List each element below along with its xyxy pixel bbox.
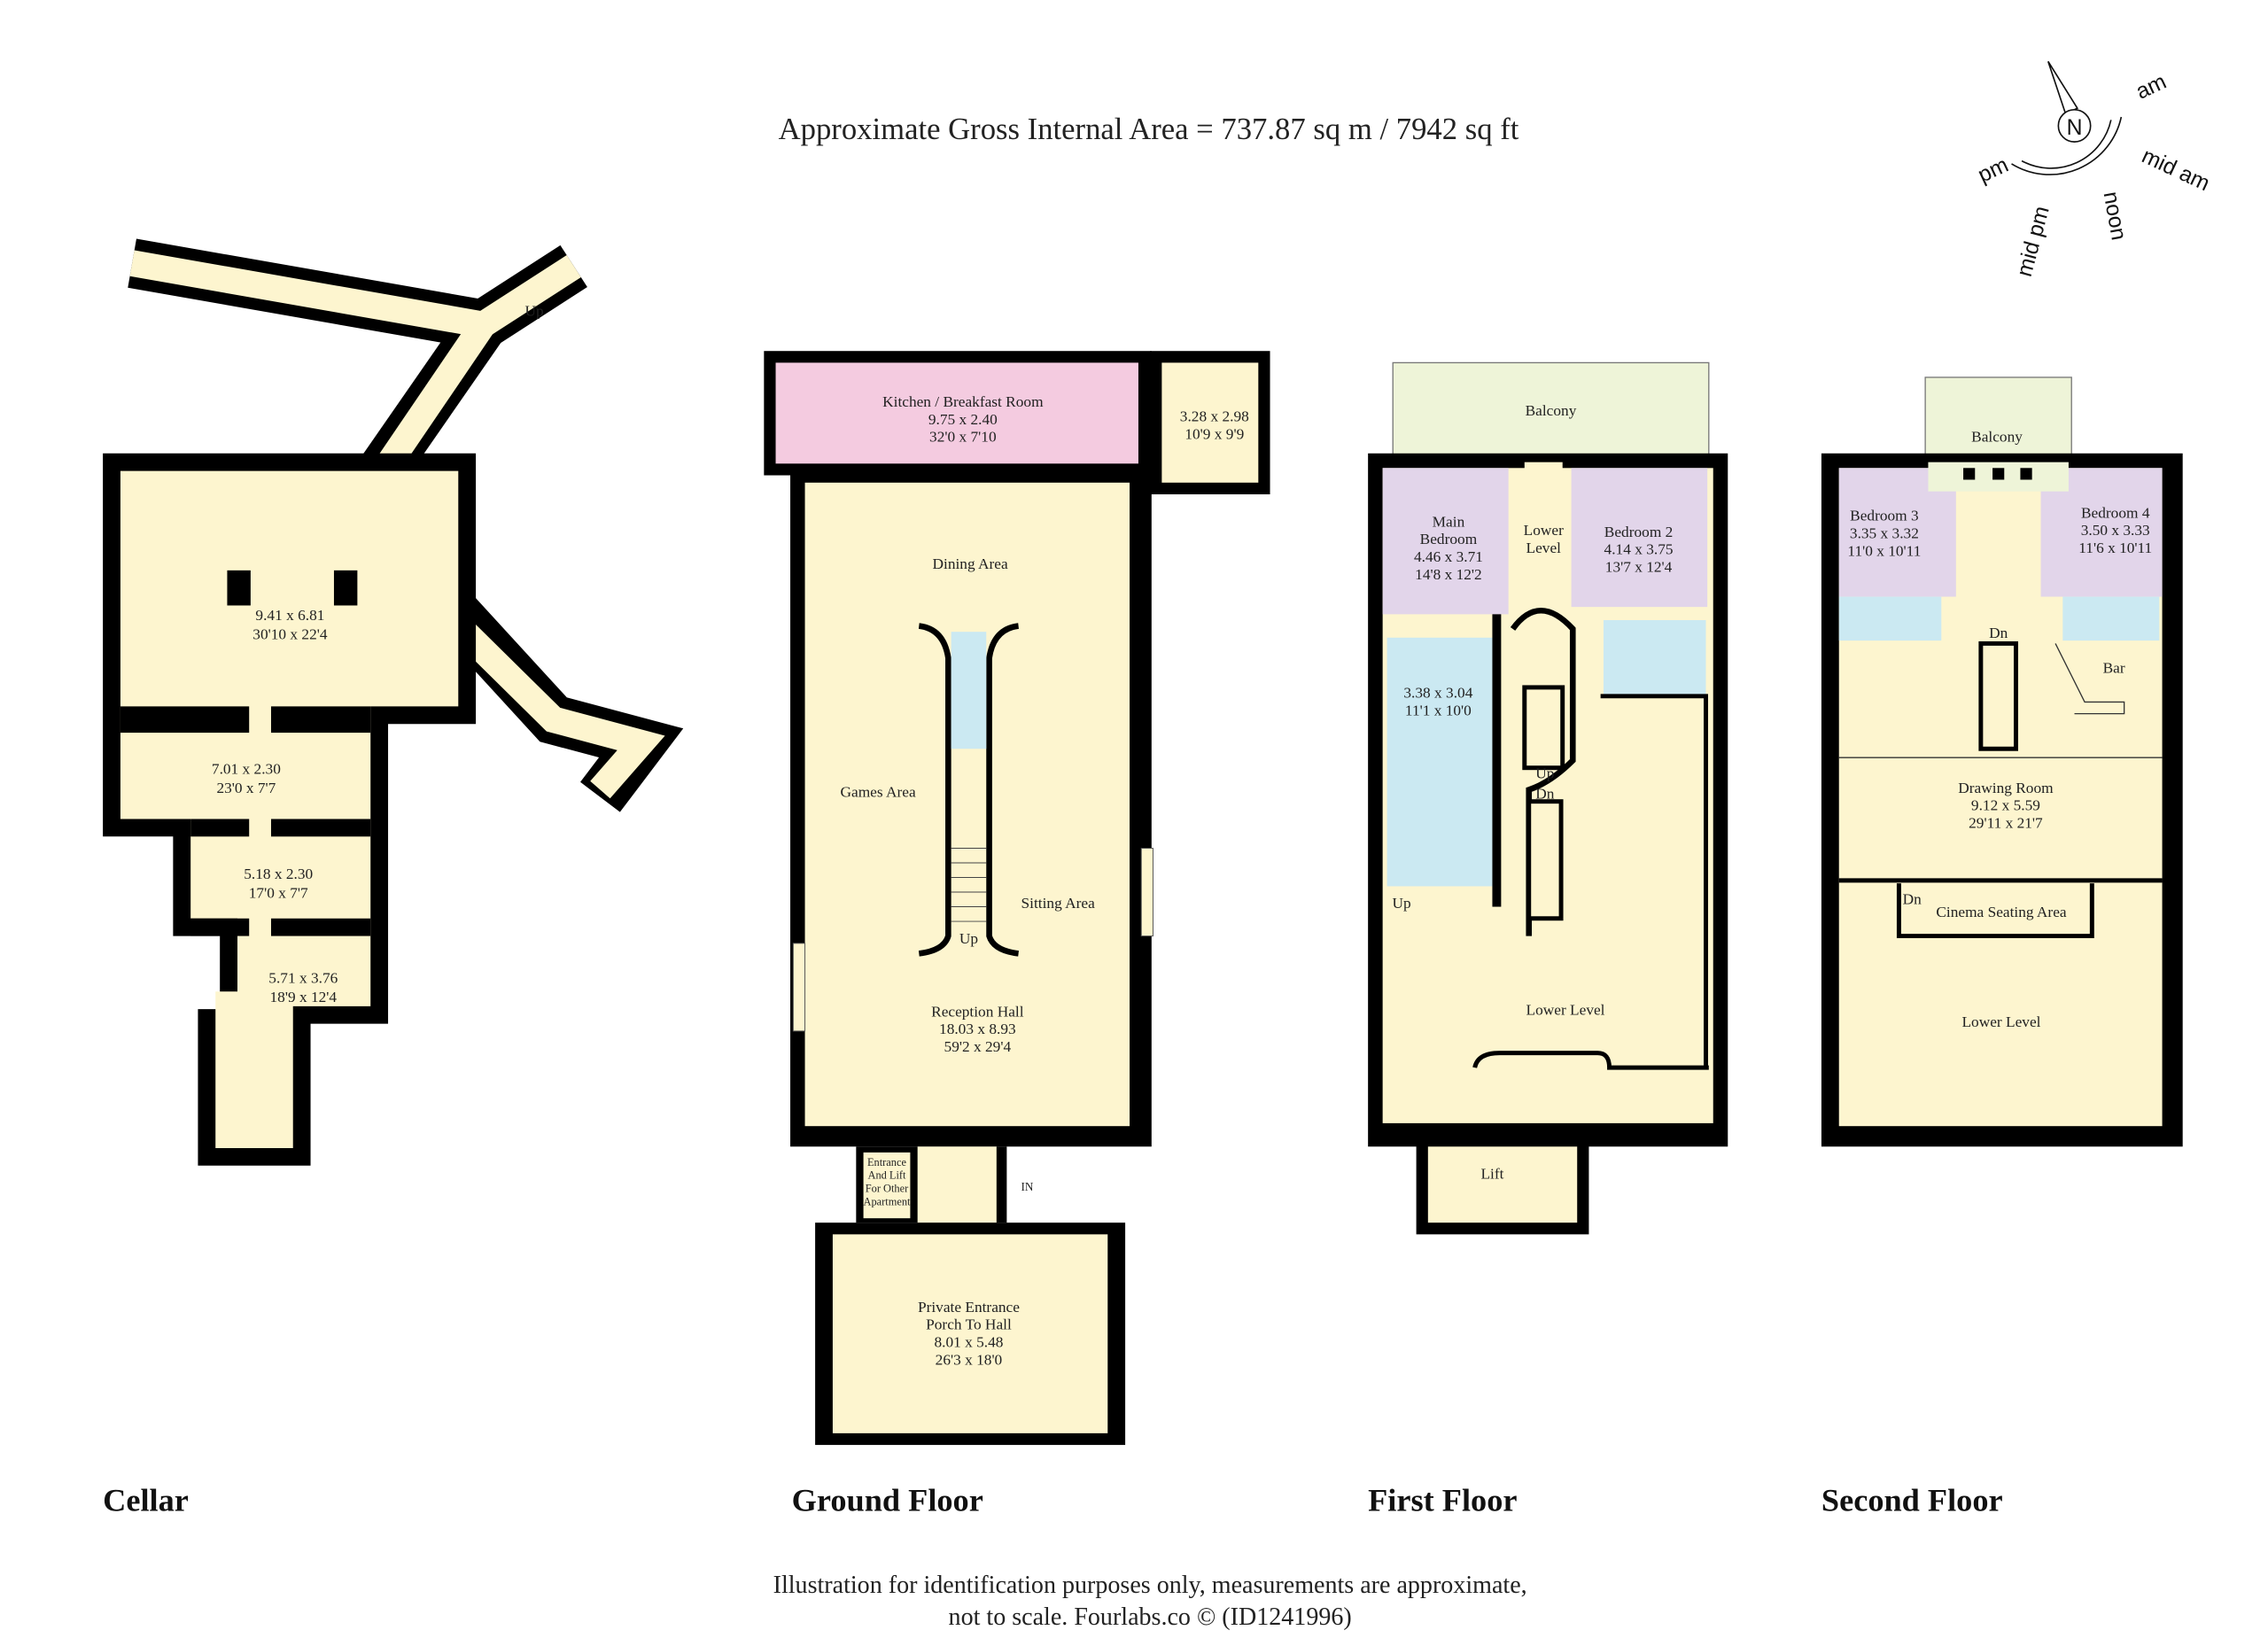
floor-label-second: Second Floor (1821, 1482, 2003, 1518)
floor-label-ground: Ground Floor (792, 1482, 983, 1518)
stairs-down-label: Dn (1535, 785, 1555, 802)
balcony-label: Balcony (1971, 429, 2023, 446)
room-dims-m: 3.28 x 2.98 (1180, 408, 1249, 424)
north-label: N (2067, 116, 2083, 140)
room-dims-ft: 11'6 x 10'11 (2078, 540, 2152, 556)
gross-area-title: Approximate Gross Internal Area = 737.87… (779, 113, 1519, 146)
room-dims-m: 9.41 x 6.81 (255, 607, 324, 624)
room-dims-ft: 30'10 x 22'4 (252, 625, 328, 642)
compass: N am mid am noon mid pm pm (1975, 60, 2213, 279)
disclaimer-line-2: not to scale. Fourlabs.co © (ID1241996) (949, 1603, 1352, 1631)
reception-hall-label: Reception Hall (931, 1003, 1024, 1020)
room-dims-ft: 32'0 x 7'10 (929, 429, 997, 446)
kitchen-label: Kitchen / Breakfast Room (882, 393, 1044, 410)
room-dims-m: 3.38 x 3.04 (1403, 684, 1472, 701)
room-dims-ft: 13'7 x 12'4 (1605, 558, 1673, 575)
stairs-up-label: Up (1393, 895, 1411, 912)
stairs-up-label: Up (959, 930, 978, 947)
porch-label: Porch To Hall (926, 1316, 1012, 1333)
stairs-down-label: Dn (1903, 890, 1922, 907)
lower-level-label: Lower Level (1961, 1013, 2040, 1030)
noon-label: noon (2099, 190, 2131, 242)
room-dims-ft: 26'3 x 18'0 (936, 1351, 1003, 1368)
floor-label-cellar: Cellar (103, 1482, 189, 1518)
room-dims-m: 5.18 x 2.30 (244, 866, 313, 882)
room-dims-ft: 18'9 x 12'4 (270, 989, 338, 1005)
lower-level-label: Level (1526, 540, 1562, 556)
cellar-plan: Up 9.41 x 6.81 30'10 x 22'4 7.01 x 2.30 … (103, 238, 684, 1166)
room-dims-ft: 23'0 x 7'7 (216, 780, 276, 796)
room-dims-ft: 11'1 x 10'0 (1405, 702, 1472, 718)
room-dims-m: 4.14 x 3.75 (1604, 541, 1674, 558)
lower-level-label: Lower Level (1526, 1002, 1605, 1019)
room-dims-ft: 14'8 x 12'2 (1415, 566, 1482, 583)
games-area-label: Games Area (841, 784, 916, 801)
disclaimer-line-1: Illustration for identification purposes… (773, 1572, 1527, 1599)
north-arrow-icon (2047, 60, 2079, 115)
bar-label: Bar (2103, 659, 2125, 676)
main-bedroom-label: Main (1433, 513, 1465, 530)
first-floor-plan: Balcony Main Bedroom 4.46 x 3.71 14'8 x … (1368, 361, 1728, 1235)
am-label: am (2132, 70, 2171, 105)
stairs-down-label: Dn (1989, 625, 2008, 641)
porch-label: Private Entrance (918, 1299, 1020, 1316)
room-dims-ft: 10'9 x 9'9 (1184, 425, 1244, 442)
sitting-area-label: Sitting Area (1021, 895, 1096, 912)
lift-label: Lift (1480, 1166, 1503, 1183)
bedroom-2-label: Bedroom 2 (1604, 524, 1674, 540)
room-dims-m: 9.75 x 2.40 (928, 411, 998, 428)
mid-pm-label: mid pm (2013, 204, 2054, 279)
lower-level-label: Lower (1524, 522, 1564, 539)
room-dims-ft: 17'0 x 7'7 (249, 885, 308, 902)
floor-label-first: First Floor (1368, 1482, 1517, 1518)
room-dims-m: 8.01 x 5.48 (934, 1333, 1003, 1350)
entrance-in-label: IN (1021, 1180, 1034, 1193)
entrance-lift-label: Apartment (864, 1195, 911, 1207)
room-dims-m: 4.46 x 3.71 (1414, 548, 1483, 565)
room-dims-m: 5.71 x 3.76 (268, 969, 338, 986)
room-dims-ft: 11'0 x 10'11 (1847, 542, 1921, 559)
room-dims-ft: 59'2 x 29'4 (944, 1038, 1012, 1055)
mid-am-label: mid am (2138, 144, 2213, 197)
entrance-lift-label: And Lift (868, 1169, 907, 1182)
drawing-room-label: Drawing Room (1958, 780, 2054, 796)
bedroom-4-label: Bedroom 4 (2081, 504, 2150, 521)
bedroom-3-label: Bedroom 3 (1850, 508, 1919, 524)
main-bedroom-label: Bedroom (1420, 531, 1478, 547)
dining-area-label: Dining Area (933, 555, 1008, 572)
second-floor-plan: Balcony Bedroom 3 3.35 x 3.32 11'0 x 10'… (1821, 377, 2183, 1147)
ground-floor-plan: Kitchen / Breakfast Room 9.75 x 2.40 32'… (764, 351, 1270, 1446)
room-dims-m: 18.03 x 8.93 (939, 1021, 1016, 1037)
entrance-lift-label: For Other (866, 1182, 909, 1194)
cinema-seating-label: Cinema Seating Area (1936, 904, 2067, 920)
room-dims-m: 3.50 x 3.33 (2081, 522, 2150, 539)
entrance-lift-label: Entrance (867, 1156, 906, 1168)
room-dims-m: 9.12 x 5.59 (1971, 797, 2040, 814)
cellar-stairs-up: Up (525, 303, 544, 320)
room-dims-m: 3.35 x 3.32 (1850, 525, 1919, 542)
room-dims-m: 7.01 x 2.30 (212, 760, 281, 777)
room-dims-ft: 29'11 x 21'7 (1969, 814, 2043, 831)
pm-label: pm (1975, 153, 2013, 188)
balcony-label: Balcony (1526, 402, 1577, 419)
stairs-up-label: Up (1535, 765, 1554, 781)
